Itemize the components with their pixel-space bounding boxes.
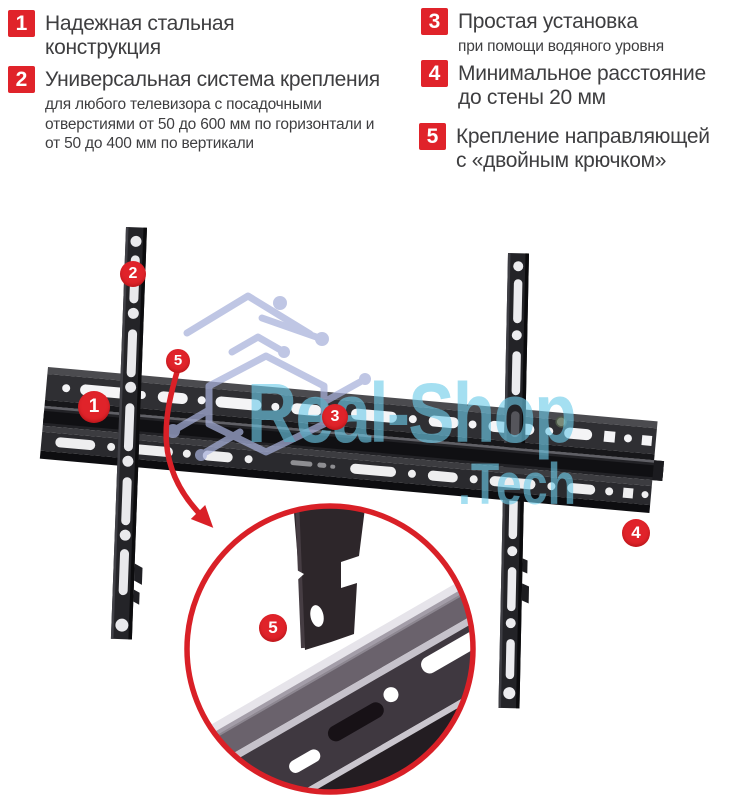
magnifier-detail	[184, 503, 476, 795]
photo-marker-5-detail: 5	[259, 614, 287, 642]
legend-badge-4: 4	[421, 60, 448, 87]
photo-marker-5-source: 5	[166, 349, 190, 373]
right-bracket-hook	[504, 404, 526, 444]
right-tv-bracket	[498, 253, 530, 709]
watermark: Real-Shop .Tech	[166, 292, 577, 517]
legend-item-1: 1 Надежная стальная конструкция	[8, 10, 235, 60]
legend-title: Универсальная система крепления	[45, 68, 380, 91]
legend-badge-3: 3	[421, 8, 448, 35]
magnifier-ring	[184, 503, 476, 795]
photo-marker-4: 4	[622, 519, 650, 547]
photo-marker-3: 3	[322, 404, 348, 430]
screw-icon	[555, 416, 567, 428]
closeup-bracket	[293, 506, 366, 650]
watermark-line2: .Tech	[458, 452, 576, 517]
legend-title: Крепление направляющей с «двойным крючко…	[456, 125, 710, 172]
photo-marker-1: 1	[78, 391, 110, 423]
left-tv-bracket	[110, 226, 147, 640]
legend-title: Минимальное расстояние до стены 20 мм	[458, 62, 706, 109]
legend-subtitle: для любого телевизора с посадочными отве…	[45, 96, 375, 152]
legend-item-4: 4 Минимальное расстояние до стены 20 мм	[421, 60, 706, 110]
legend-badge-1: 1	[8, 10, 35, 37]
watermark-line1: Real-Shop	[247, 366, 575, 460]
legend-item-5: 5 Крепление направляющей с «двойным крюч…	[419, 123, 710, 173]
legend-title: Простая установка	[458, 10, 638, 33]
legend-item-2: 2 Универсальная система крепления для лю…	[8, 66, 380, 154]
legend-item-3: 3 Простая установка при помощи водяного …	[421, 8, 664, 57]
legend-subtitle: при помощи водяного уровня	[458, 38, 664, 55]
legend-title: Надежная стальная конструкция	[45, 12, 235, 59]
legend-badge-5: 5	[419, 123, 446, 150]
photo-marker-2: 2	[120, 261, 146, 287]
rail-brand-marking	[290, 460, 336, 469]
legend-badge-2: 2	[8, 66, 35, 93]
callout-arrow	[163, 369, 214, 528]
